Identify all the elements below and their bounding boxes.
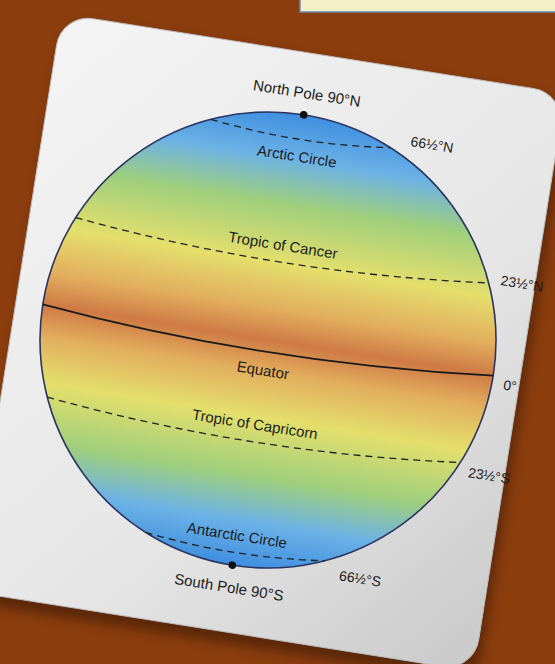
equator-line [41, 304, 493, 387]
pole-dot [299, 110, 308, 119]
card [0, 14, 555, 664]
degree-label: 66½°N [410, 134, 455, 158]
globe [7, 79, 529, 601]
tropic-label: Tropic of Cancer [227, 228, 339, 262]
degree-label: 0° [502, 377, 518, 396]
tropic-label: Tropic of Capricorn [191, 406, 319, 443]
circle-label: Antarctic Circle [186, 518, 288, 551]
degree-label: 23½°S [467, 465, 511, 488]
tropic-line [74, 218, 489, 295]
equator-label: Equator [236, 357, 291, 382]
pole-label: North Pole 90°N [252, 76, 362, 110]
pole-dot [228, 561, 237, 570]
degree-label: 66½°S [338, 568, 382, 591]
degree-label: 23½°N [499, 272, 544, 296]
circle-label: Arctic Circle [256, 142, 338, 171]
pole-label: South Pole 90°S [173, 570, 285, 604]
tropic-line [45, 397, 460, 474]
header-box [300, 0, 555, 12]
